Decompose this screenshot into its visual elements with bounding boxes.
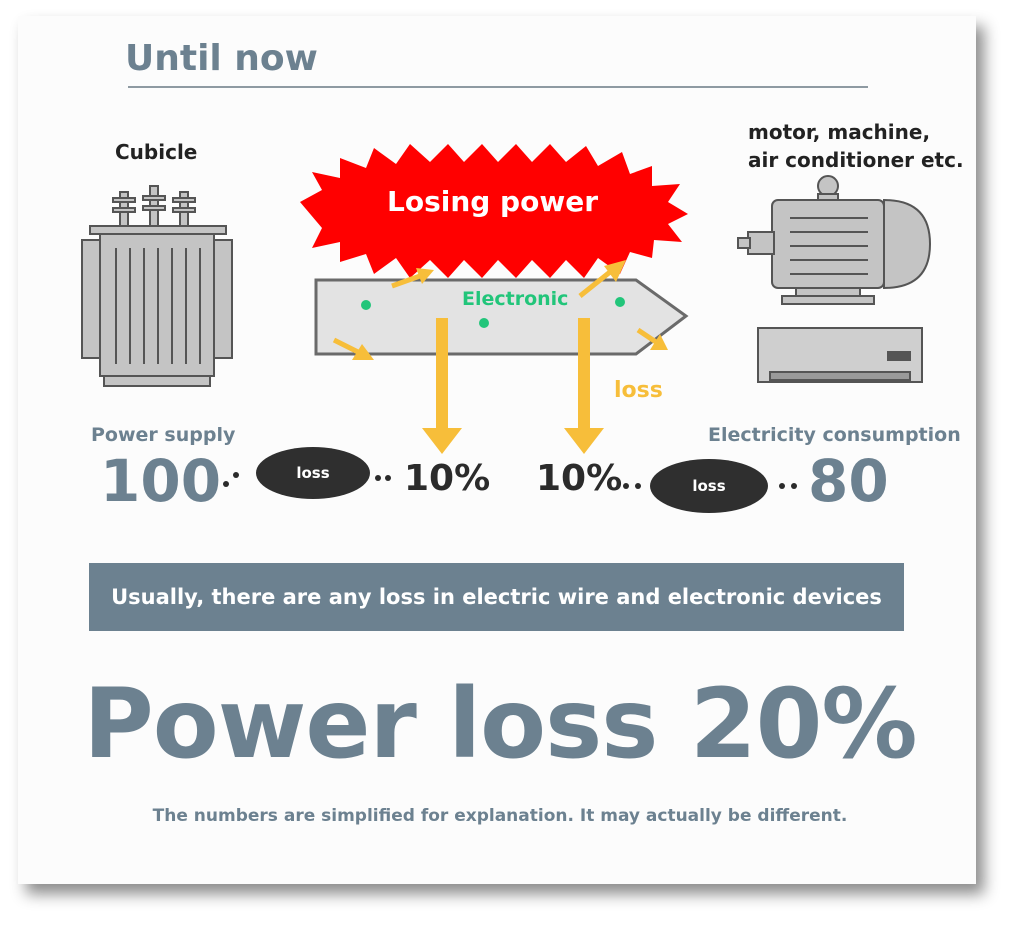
- motor-icon: [737, 175, 932, 305]
- disclaimer-footnote: The numbers are simplified for explanati…: [152, 806, 848, 826]
- devices-label-line: motor, machine,: [748, 120, 931, 144]
- electric-wire: [314, 278, 689, 356]
- losing-power-text: Losing power: [386, 185, 598, 218]
- loss-down-arrow: [422, 318, 462, 454]
- title-underline: [128, 86, 868, 88]
- infographic-card: [18, 16, 976, 884]
- loss-down-arrow: [564, 318, 604, 454]
- electronic-label: Electronic: [462, 288, 569, 310]
- loss-percent: 10%: [536, 458, 623, 499]
- devices-label-line: air conditioner etc.: [748, 148, 964, 172]
- devices-label: motor, machine, air conditioner etc.: [748, 118, 964, 174]
- transformer-icon: [81, 185, 233, 387]
- consumption-value: 80: [808, 447, 889, 515]
- explanation-banner: Usually, there are any loss in electric …: [89, 563, 904, 631]
- loss-badge: loss: [256, 447, 370, 499]
- escaping-energy-arrows: [332, 260, 668, 360]
- losing-power-burst: [300, 144, 688, 278]
- supply-value: 100: [100, 447, 222, 515]
- consumption-label: Electricity consumption: [708, 424, 961, 446]
- power-supply-label: Power supply: [91, 424, 236, 446]
- loss-badge: loss: [650, 459, 768, 513]
- section-title: Until now: [125, 38, 318, 79]
- wire-loss-label: loss: [614, 378, 663, 403]
- electron-dot: [361, 300, 371, 310]
- loss-percent: 10%: [404, 458, 491, 499]
- cubicle-label: Cubicle: [115, 140, 198, 164]
- electron-dot: [479, 318, 489, 328]
- flow-separator-dots: [223, 472, 797, 489]
- power-loss-headline: Power loss 20%: [83, 668, 917, 780]
- electron-dot: [615, 297, 625, 307]
- air-conditioner-icon: [757, 327, 923, 383]
